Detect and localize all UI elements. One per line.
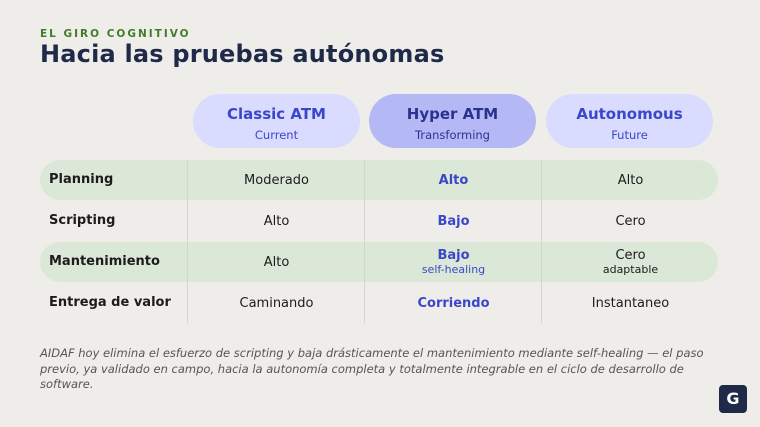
cell-autonomous: Cero [542,201,719,241]
cell-value: Cero [615,248,646,263]
row-label: Scripting [49,213,116,228]
cell-hyper: Bajo [365,201,542,241]
table-row-planning: Planning Moderado Alto Alto [40,160,718,200]
table-row-mantenimiento: Mantenimiento Alto Bajo self-healing Cer… [40,242,718,282]
cell-hyper: Alto [365,160,542,200]
cell-value: Bajo [437,213,470,229]
column-header-name: Hyper ATM [406,105,499,123]
cell-value: Instantaneo [591,295,670,311]
row-label: Mantenimiento [49,254,160,269]
row-label: Entrega de valor [49,295,171,310]
row-label: Planning [49,172,114,187]
column-header-name: Classic ATM [227,105,326,123]
cell-value: Bajo [437,248,470,263]
cell-hyper: Corriendo [365,283,542,323]
cell-value: Alto [617,172,644,188]
page-title: Hacia las pruebas autónomas [40,40,445,68]
cell-hyper: Bajo self-healing [365,242,542,282]
column-header-hyper-atm: Hyper ATM Transforming [369,94,536,148]
table-row-entrega-de-valor: Entrega de valor Caminando Corriendo Ins… [40,283,718,323]
cell-value: Alto [263,213,290,229]
cell-value: Caminando [239,295,314,311]
cell-value: Cero [615,213,646,229]
cell-value: Alto [438,172,469,188]
cell-classic: Alto [188,242,365,282]
cell-autonomous: Alto [542,160,719,200]
column-header-autonomous: Autonomous Future [546,94,713,148]
column-header-sub: Future [611,128,648,142]
cell-autonomous: Cero adaptable [542,242,719,282]
brand-logo-icon: G [719,385,747,413]
cell-value: Alto [263,254,290,270]
footnote-text: AIDAF hoy elimina el esfuerzo de scripti… [40,346,704,391]
cell-classic: Moderado [188,160,365,200]
cell-autonomous: Instantaneo [542,283,719,323]
cell-classic: Caminando [188,283,365,323]
cell-value: Corriendo [417,295,490,311]
cell-classic: Alto [188,201,365,241]
column-divider [364,160,365,323]
cell-note: adaptable [602,263,659,276]
table-row-scripting: Scripting Alto Bajo Cero [40,201,718,241]
cell-note: self-healing [421,263,486,276]
column-divider [187,160,188,323]
column-divider [541,160,542,323]
cell-value: Moderado [244,172,309,188]
section-eyebrow: EL GIRO COGNITIVO [40,28,191,40]
column-header-sub: Current [254,128,299,142]
column-header-sub: Transforming [415,128,490,142]
column-header-name: Autonomous [576,105,683,123]
column-header-classic-atm: Classic ATM Current [193,94,360,148]
